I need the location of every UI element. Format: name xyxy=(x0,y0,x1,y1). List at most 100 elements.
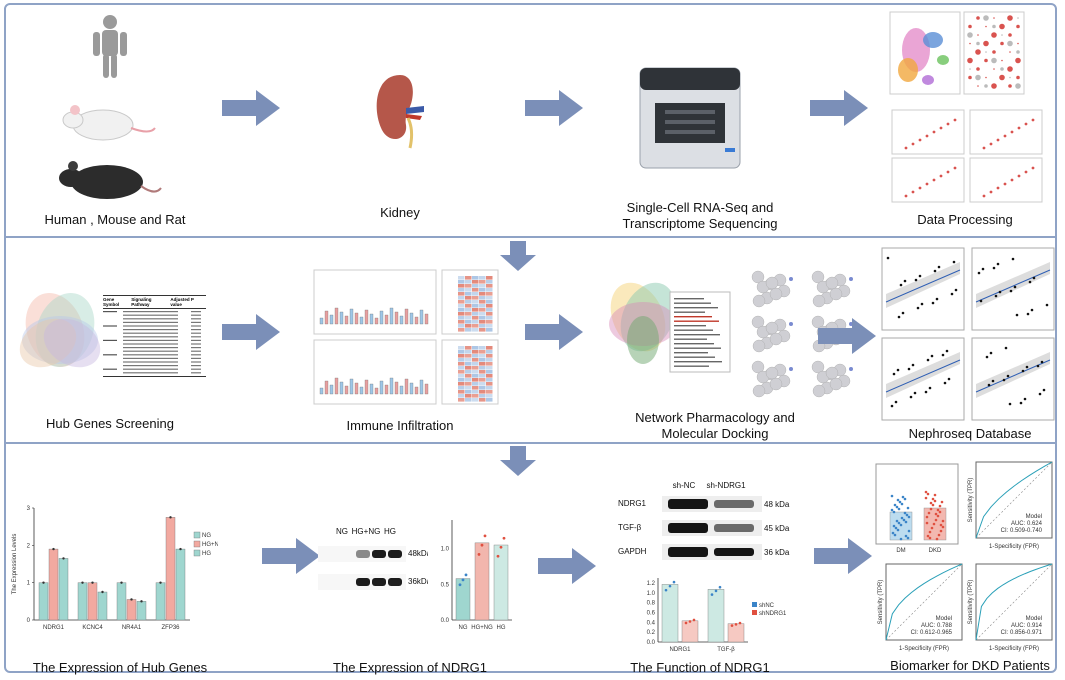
enrichment-dot xyxy=(996,138,1000,142)
scatter-point xyxy=(933,269,937,273)
correlation-panel xyxy=(971,247,1055,331)
immune-box xyxy=(354,312,359,325)
compound-list xyxy=(669,291,731,373)
heatmap-cell xyxy=(486,324,493,328)
scatter-point xyxy=(926,358,930,362)
nephroseq-correlation-panel xyxy=(878,244,1056,422)
immune-box xyxy=(399,315,404,325)
enrichment-dot xyxy=(989,142,993,146)
heatmap-cell xyxy=(465,288,472,292)
row-separator-2 xyxy=(4,442,1057,444)
dot-dkd xyxy=(941,519,945,523)
dotplot-dot xyxy=(967,32,973,38)
dotplot-dot xyxy=(1017,17,1019,19)
table-row-pvalue xyxy=(191,332,201,334)
table-row-gene xyxy=(103,357,117,359)
heatmap-cell xyxy=(465,316,472,320)
enrichment-dot xyxy=(1010,178,1014,182)
docking-blob xyxy=(765,321,779,335)
table-row-gene xyxy=(103,318,117,320)
dotplot-dot xyxy=(976,41,980,46)
compound-row xyxy=(674,361,722,363)
enrichment-dot xyxy=(904,146,908,150)
heatmap-cell xyxy=(479,346,486,350)
immune-box xyxy=(324,380,329,395)
bar xyxy=(48,548,59,621)
docking-structure xyxy=(811,360,853,398)
dot-dkd xyxy=(930,526,934,530)
x-tick-label: HG+NG xyxy=(471,625,493,631)
x-tick-label: NDRG1 xyxy=(669,647,691,653)
bar xyxy=(97,591,108,621)
dot-dkd xyxy=(938,504,942,508)
dot-dkd xyxy=(933,499,937,503)
dotplot-dot xyxy=(976,67,980,71)
immune-box xyxy=(384,384,389,395)
scatter-point xyxy=(1028,280,1032,284)
bar-point xyxy=(81,581,84,584)
table-row-gene xyxy=(103,339,117,341)
heatmap-cell xyxy=(486,394,493,398)
bar xyxy=(727,623,745,643)
immune-box xyxy=(359,316,364,325)
table-row-pathway xyxy=(123,314,178,316)
heatmap-cell xyxy=(479,276,486,280)
docking-structure xyxy=(751,315,793,353)
enrichment-dot xyxy=(1031,118,1035,122)
scatter-point xyxy=(954,288,958,292)
heatmap-cell xyxy=(458,288,465,292)
dotplot-dot xyxy=(1007,15,1013,21)
blot-band xyxy=(388,550,402,558)
compound-row xyxy=(674,311,705,313)
heatmap-cell xyxy=(486,374,493,378)
table-row-pvalue xyxy=(191,361,201,363)
heatmap-cell xyxy=(479,374,486,378)
dotplot-dot xyxy=(1008,33,1012,37)
compound-row xyxy=(674,356,715,358)
arrow-right-3 xyxy=(810,90,868,126)
heatmap-cell xyxy=(472,378,479,382)
scatter-point xyxy=(918,274,922,278)
bar-point xyxy=(714,589,718,593)
heatmap-cell xyxy=(458,390,465,394)
enrichment-dot xyxy=(1031,166,1035,170)
bar xyxy=(58,558,69,621)
roc-ci-label: CI: 0.856-0.971 xyxy=(1001,630,1043,636)
scatter-point xyxy=(941,353,945,357)
label-human-mouse-rat: Human , Mouse and Rat xyxy=(44,212,186,227)
heatmap-cell xyxy=(458,300,465,304)
band-label: TGF-β xyxy=(618,523,642,532)
bar-point xyxy=(499,545,503,549)
heatmap-cell xyxy=(472,382,479,386)
arrow-right-2 xyxy=(525,90,583,126)
docking-blob xyxy=(751,315,765,329)
dotplot-dot xyxy=(967,57,973,64)
scatter-point xyxy=(994,294,998,298)
heatmap-cell xyxy=(486,390,493,394)
x-tick-label: DKD xyxy=(929,548,942,554)
immune-box xyxy=(374,387,379,395)
bar xyxy=(661,584,679,643)
docking-blob xyxy=(812,294,826,308)
bar-point xyxy=(502,536,506,540)
dot-dkd xyxy=(925,515,929,519)
pathway-table-rows xyxy=(103,311,201,374)
dot-dm xyxy=(890,494,894,498)
scatter-point xyxy=(916,306,920,310)
network-pharmacology-panel xyxy=(598,262,858,412)
y-tick-label: 0.4 xyxy=(647,620,656,626)
compound-row xyxy=(674,307,718,309)
heatmap-cell xyxy=(479,390,486,394)
scatter-point xyxy=(1011,257,1015,261)
dot-dm xyxy=(897,521,901,525)
blot-band xyxy=(714,548,754,556)
legend-label: shNDRG1 xyxy=(759,611,786,617)
immune-box xyxy=(384,314,389,325)
table-row-gene xyxy=(103,343,117,345)
dotplot-dot xyxy=(984,84,988,88)
heatmap-cell xyxy=(458,324,465,328)
arrow-right-7 xyxy=(262,538,320,574)
y-tick-label: 1.0 xyxy=(441,547,450,553)
